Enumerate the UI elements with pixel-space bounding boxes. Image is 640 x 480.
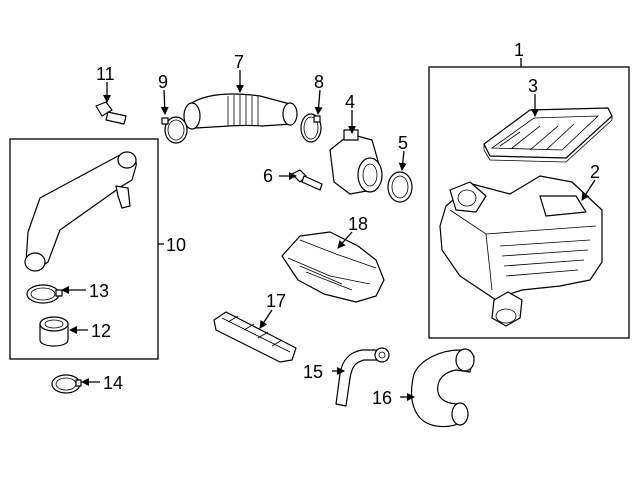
callout-5: 5 <box>398 133 408 153</box>
callout-16: 16 <box>372 388 392 408</box>
air-filter-housing <box>439 175 603 327</box>
group-box-intake-tube <box>9 138 159 360</box>
callout-13: 13 <box>89 281 109 301</box>
hose-clamp-right <box>300 113 322 143</box>
callout-11: 11 <box>96 64 115 84</box>
small-clamp <box>51 374 82 394</box>
hose-clamp-left <box>161 116 188 144</box>
tube-coupler <box>39 316 69 347</box>
mass-air-flow-sensor <box>329 129 383 195</box>
callout-14: 14 <box>103 373 123 393</box>
air-inlet-duct <box>281 231 385 303</box>
callout-1: 1 <box>514 40 524 60</box>
tube-clamp <box>26 284 63 304</box>
callout-7: 7 <box>234 52 244 72</box>
callout-12: 12 <box>91 321 111 341</box>
seal-ring <box>387 171 413 203</box>
callout-6: 6 <box>263 166 273 186</box>
screw <box>291 169 323 191</box>
vent-hose <box>335 347 390 407</box>
callout-8: 8 <box>314 72 324 92</box>
intake-tube <box>24 151 137 272</box>
bolt <box>95 101 127 125</box>
callout-2: 2 <box>590 162 600 182</box>
resonator-bracket <box>213 311 297 363</box>
leader-lines <box>61 58 596 401</box>
air-filter-lid <box>483 107 613 163</box>
callout-15: 15 <box>303 362 323 382</box>
callout-10: 10 <box>166 235 186 255</box>
callout-18: 18 <box>348 214 368 234</box>
callout-3: 3 <box>528 76 538 96</box>
callout-9: 9 <box>158 72 168 92</box>
air-duct-hose <box>183 93 298 130</box>
elbow-hose <box>410 348 475 428</box>
callout-4: 4 <box>345 92 355 112</box>
group-box-air-cleaner <box>428 66 630 339</box>
callout-17: 17 <box>266 291 286 311</box>
